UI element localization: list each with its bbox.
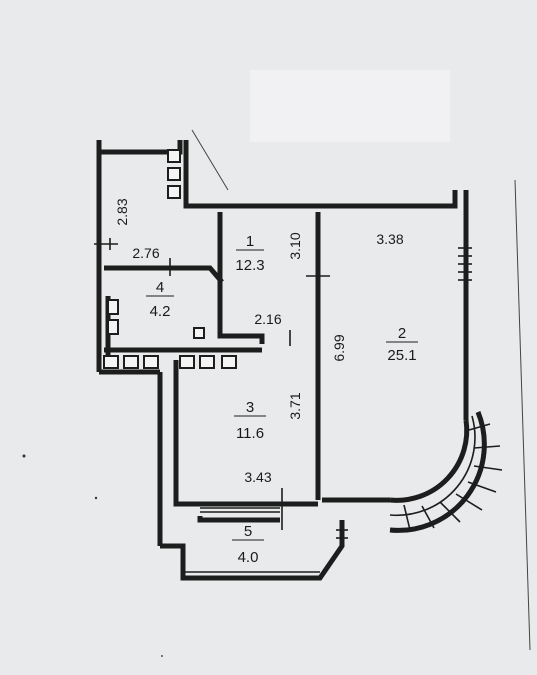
speck	[22, 454, 26, 458]
dimension-2-76: 2.76	[132, 245, 159, 261]
page-edge-line	[514, 179, 531, 651]
outer-walls	[96, 140, 469, 581]
dimension-3-38: 3.38	[376, 231, 403, 247]
room-5-label: 5 4.0	[232, 523, 264, 566]
dimension-ticks	[94, 238, 330, 530]
bay-window	[389, 411, 503, 533]
room-4-number: 4	[156, 279, 164, 296]
room-4-area: 4.2	[150, 303, 171, 320]
room-1-number: 1	[246, 233, 254, 250]
window-rails	[183, 247, 472, 573]
dimension-3-71: 3.71	[287, 392, 303, 419]
stray-line	[191, 129, 229, 191]
dimension-2-83: 2.83	[114, 198, 130, 225]
room-3-number: 3	[246, 399, 254, 416]
dimension-6-99: 6.99	[331, 334, 347, 361]
room-1-area: 12.3	[235, 257, 264, 274]
room-5-number: 5	[244, 523, 252, 540]
speck	[94, 496, 98, 500]
room-2-number: 2	[398, 325, 406, 342]
room-2-label: 2 25.1	[386, 325, 418, 364]
room-3-area: 11.6	[236, 425, 264, 442]
room-3-label: 3 11.6	[234, 399, 266, 442]
dimension-3-10: 3.10	[287, 232, 303, 259]
dimension-2-16: 2.16	[254, 311, 281, 327]
room-4-label: 4 4.2	[146, 279, 174, 320]
room-5-area: 4.0	[238, 549, 259, 566]
interior-walls	[104, 212, 321, 523]
paper-light-patch	[250, 70, 450, 142]
room-2-area: 25.1	[387, 347, 416, 364]
vent-blocks	[103, 149, 237, 369]
dimension-3-43: 3.43	[244, 469, 271, 485]
room-1-label: 1 12.3	[235, 233, 264, 274]
speck	[161, 655, 163, 657]
